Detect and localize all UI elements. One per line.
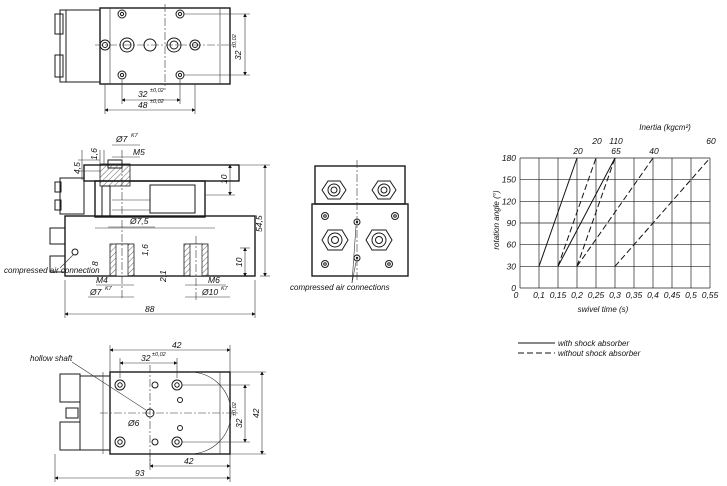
dim-d10-bottom-fit: K7 [221,286,229,292]
dim-d7-bottom-fit: K7 [105,286,113,292]
chart-x-tick-label: 0,25 [588,290,605,300]
chart-x-tick-label: 0,35 [626,290,643,300]
front-air-label-text: compressed air connection [4,266,100,275]
dim-d10-bottom: Ø10 [201,287,218,297]
top-holes [99,9,201,80]
chart-x-tick-label: 0,2 [571,290,583,300]
chart-series-label: 20 [572,146,583,156]
dim-42-top: 42 [172,340,182,350]
dim-32-bottom-tol: ±0,02 [152,352,166,358]
top-view: 32 ±0,02 48 ±0,02 32 ±0,02 [54,4,250,114]
dim-93: 93 [135,468,145,478]
dim-32: 32 [138,89,148,99]
chart-xlabel: swivel time (s) [578,305,629,314]
dim-4-5: 4,5 [72,162,82,174]
dim-10-right: 10 [234,257,244,267]
chart-x-tick-label: 0,3 [609,290,621,300]
chart-series-line [576,157,616,267]
legend-solid-label: with shock absorber [558,339,629,348]
chart-series-label: 20 [591,136,602,146]
chart-x-tick-label: 0,4 [647,290,659,300]
chart-ylabel: rotation angle (°) [492,190,501,250]
chart-series-line [557,157,616,267]
dim-m5: M5 [133,147,145,157]
chart-y-tick-label: 120 [502,196,516,206]
chart-y-tick-label: 60 [507,240,517,250]
chart-y-tick-label: 30 [507,261,517,271]
chart-series-label: 60 [706,136,716,146]
dim-42-bottom: 42 [184,456,194,466]
dim-42-v: 42 [251,408,261,418]
dim-32-vert: 32 [233,50,243,60]
dim-32-tol: ±0,02 [150,88,164,94]
dim-2-1: 2,1 [158,270,168,283]
chart-y-tick-label: 180 [502,153,516,163]
chart-y-tick-label: 150 [502,175,516,185]
chart-series-line [538,157,578,267]
dim-1-6: 1,6 [89,148,99,160]
dim-48: 48 [138,100,148,110]
bottom-view: hollow shaft Ø6 42 32 ±0,02 42 93 32 ±0,… [30,340,266,482]
chart-series-line [576,157,654,267]
dim-d7-5: Ø7,5 [129,216,149,226]
chart-series-line [614,157,711,267]
dim-d7-bottom: Ø7 [89,287,102,297]
dim-88: 88 [145,304,155,314]
dim-10-top: 10 [219,174,229,184]
chart-y-tick-label: 90 [507,218,517,228]
chart-x-tick-label: 0,1 [533,290,545,300]
chart-x-tick-label: 0,15 [550,290,567,300]
side-fittings [321,180,397,251]
chart-series-line [557,157,597,267]
dim-32-v-tol: ±0,02 [232,402,238,416]
dim-32-v: 32 [234,418,244,428]
dim-48-tol: ±0,02 [150,99,164,105]
dim-8: 8 [90,261,100,266]
dim-m6: M6 [208,275,220,285]
chart-y-ticks: 0 30 60 90 120 150 180 [502,153,516,293]
chart-series [538,157,711,267]
side-view: compressed air connections [290,160,409,292]
chart-x-tick-label: 0,45 [664,290,681,300]
chart-grid [519,157,711,289]
dim-m4: M4 [96,275,108,285]
chart-x-ticks: 0 0,1 0,15 0,2 0,25 0,3 0,35 0,4 0,45 0,5 0,55 [514,290,719,300]
chart: 0 0,1 0,15 0,2 0,25 0,3 0,35 0,4 0,45 0,5 0,55 0 30… [492,123,719,358]
dim-d7-fit: K7 [131,133,139,139]
chart-series-label: 40 [649,146,659,156]
chart-title: Inertia (kgcm²) [639,123,691,132]
chart-x-tick-label: 0,55 [702,290,719,300]
dim-32-bottom: 32 [141,353,151,363]
legend-dashed-label: without shock absorber [558,349,641,358]
chart-x-tick-label: 0 [514,290,519,300]
dim-54-5: 54,5 [254,215,264,232]
chart-series-label: 110 [609,136,623,146]
dim-32-vert-tol: ±0,02 [232,34,238,48]
chart-x-tick-label: 0,5 [685,290,697,300]
front-air-label: compressed air connection [4,266,100,275]
hollow-shaft-label: hollow shaft [30,354,73,363]
front-view: 88 54,5 10 10 4,5 1,6 Ø7 K7 M5 Ø7,5 1,6 … [4,133,270,318]
chart-series-label: 65 [611,146,621,156]
chart-legend: with shock absorber without shock absorb… [518,339,641,358]
dim-d6: Ø6 [127,418,140,428]
dim-1-6-b: 1,6 [140,244,150,256]
chart-y-tick-label: 0 [511,283,516,293]
dim-d7: Ø7 [115,134,128,144]
side-air-label: compressed air connections [290,283,390,292]
